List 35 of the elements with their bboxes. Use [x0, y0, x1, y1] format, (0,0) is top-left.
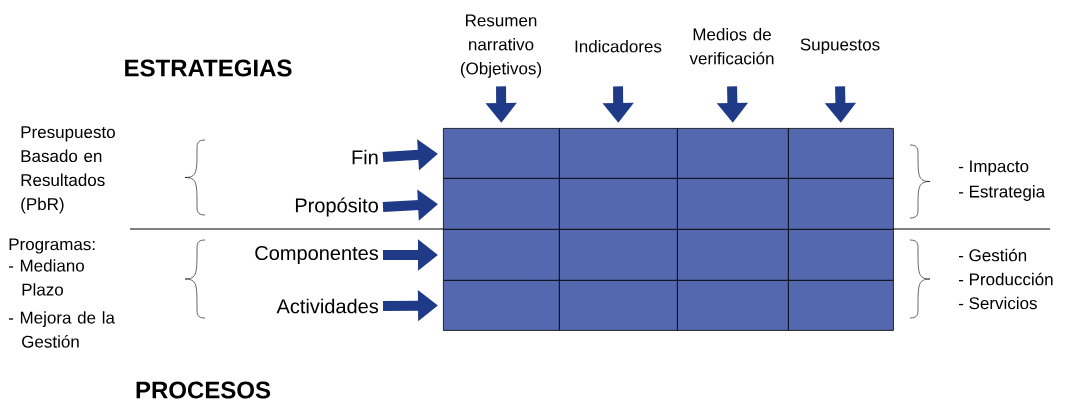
matrix-cell	[788, 280, 894, 331]
section-heading: ESTRATEGIAS	[125, 59, 292, 77]
row-label: Componentes	[255, 245, 379, 265]
matrix-cell	[677, 178, 789, 230]
list-item: - Mejora de la Gestión	[8, 311, 115, 348]
list-item: - Impacto	[958, 160, 1029, 176]
section-heading: PROCESOS	[136, 381, 271, 399]
matrix-cell	[788, 178, 894, 230]
matrix-cell	[677, 128, 789, 179]
matrix-cell	[677, 229, 789, 281]
matrix-cell	[677, 280, 789, 331]
list-item: - Producción	[958, 272, 1053, 286]
column-header: Resumen narrativo (Objetivos)	[460, 14, 542, 78]
row-label: Actividades	[276, 298, 379, 314]
matrix-cell	[443, 229, 560, 281]
matrix-cell	[443, 128, 560, 179]
list-item: - Estrategia	[958, 185, 1046, 201]
matrix-cell	[443, 280, 560, 331]
side-note: Programas:	[9, 238, 95, 254]
row-label: Propósito	[295, 197, 378, 217]
matrix-cell	[788, 128, 894, 179]
matrix-cell	[559, 229, 678, 281]
matrix-cell	[559, 280, 678, 331]
matrix-cell	[559, 128, 678, 179]
matrix-cell	[559, 178, 678, 230]
matrix-cell	[443, 178, 560, 230]
list-item: - Servicios	[958, 296, 1037, 310]
column-header: Indicadores	[575, 39, 662, 53]
matrix-cell	[788, 229, 894, 281]
column-header: Medios de verificación	[689, 27, 774, 65]
list-item: - Gestión	[958, 248, 1027, 262]
row-label: Fin	[352, 149, 378, 165]
list-item: - Mediano Plazo	[8, 259, 84, 296]
column-header: Supuestos	[800, 38, 880, 54]
side-note: Presupuesto Basado en Resultados (PbR)	[21, 126, 115, 214]
